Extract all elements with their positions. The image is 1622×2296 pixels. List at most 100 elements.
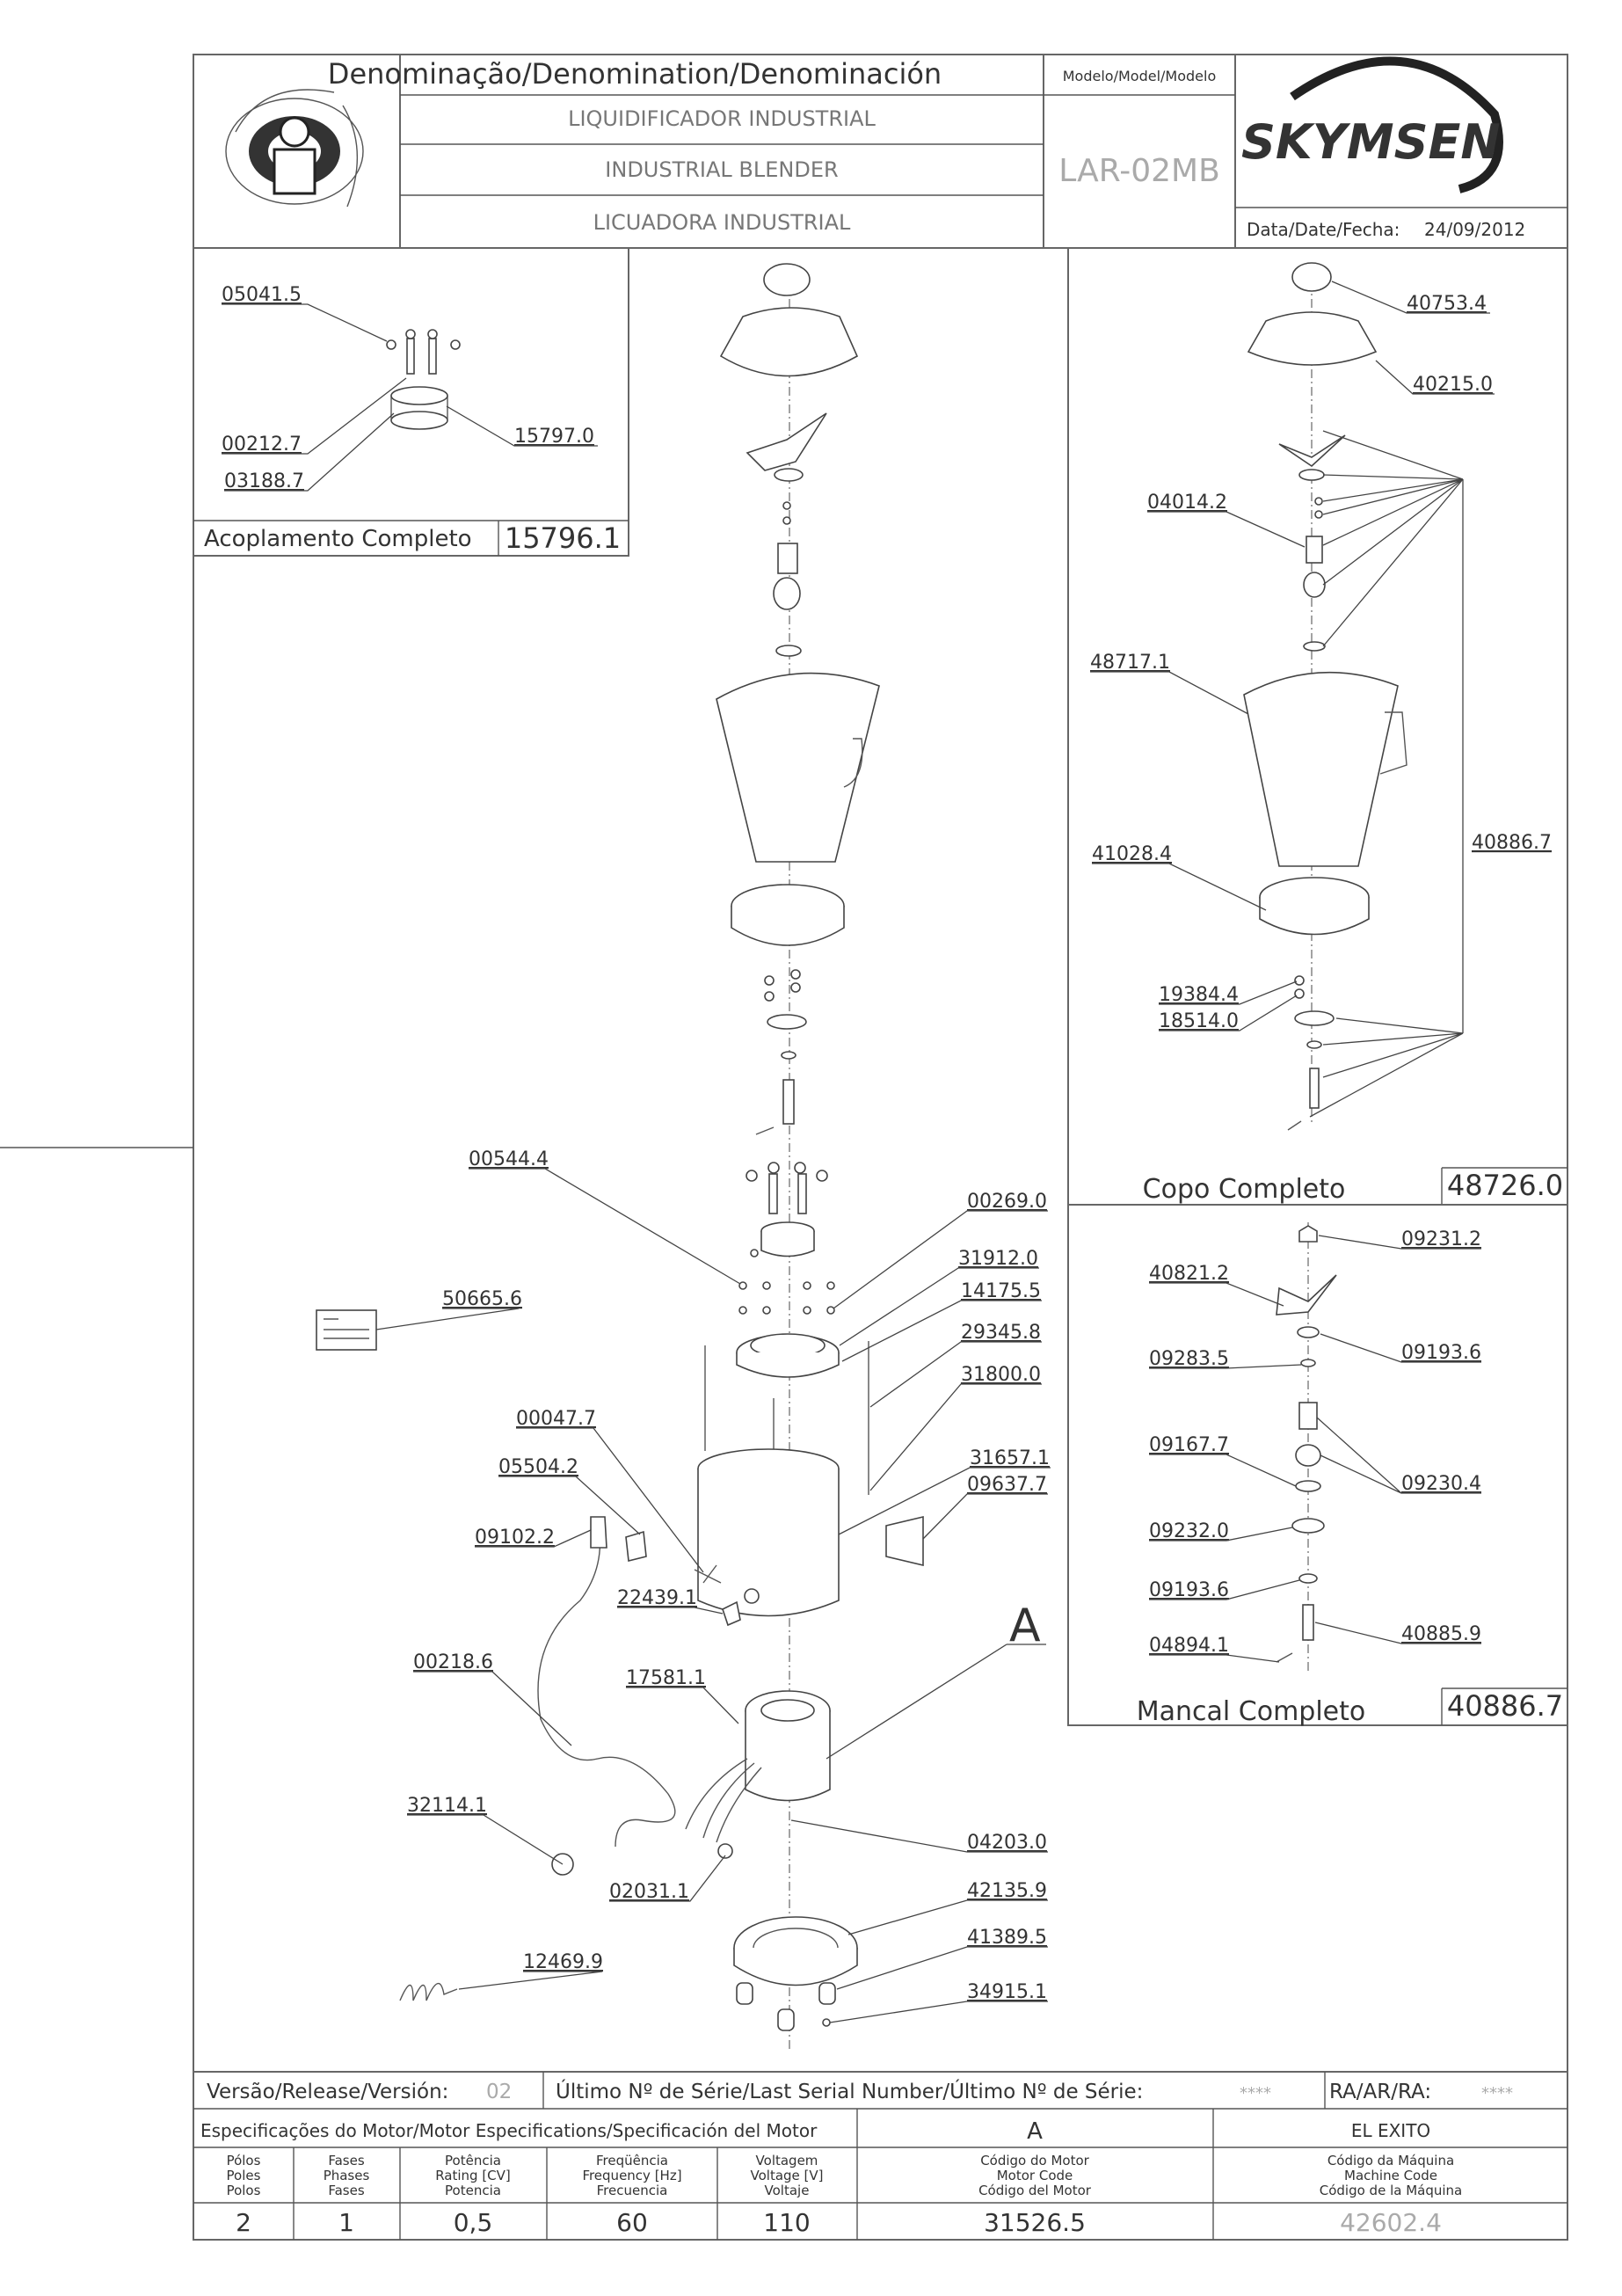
callout-03188-7: 03188.7 — [224, 470, 304, 492]
callout-05504-2: 05504.2 — [498, 1456, 578, 1478]
title-block: Denominação/Denomination/Denominación Mo… — [193, 55, 1567, 249]
callout-09283-5: 09283.5 — [1149, 1348, 1229, 1370]
callout-40886-7-cup: 40886.7 — [1472, 832, 1552, 854]
machine-code-value: 42602.4 — [1340, 2208, 1442, 2237]
callout-40885-9: 40885.9 — [1401, 1623, 1481, 1645]
spec-col-machine-code: Código da Máquina Machine Code Código de… — [1320, 2153, 1462, 2237]
main-assembly: A 00544.4 00269.0 31912.0 14175.5 29345.… — [316, 263, 1051, 2049]
svg-text:Freqüência: Freqüência — [596, 2153, 668, 2168]
svg-text:Machine Code: Machine Code — [1344, 2168, 1437, 2183]
svg-text:Potencia: Potencia — [445, 2183, 501, 2198]
model-label: Modelo/Model/Modelo — [1063, 68, 1216, 84]
svg-text:Voltage [V]: Voltage [V] — [751, 2168, 824, 2183]
cup-code: 48726.0 — [1447, 1169, 1563, 1202]
ra-value: **** — [1481, 2084, 1513, 2103]
callout-18514-0: 18514.0 — [1159, 1010, 1239, 1032]
callout-31800-0: 31800.0 — [961, 1364, 1041, 1386]
callout-41028-4: 41028.4 — [1092, 843, 1172, 865]
motor-spec-label: Especificações do Motor/Motor Especifica… — [200, 2120, 818, 2141]
callout-40215-0: 40215.0 — [1413, 374, 1493, 396]
authorized-service-seal — [225, 89, 364, 208]
callout-22439-1: 22439.1 — [617, 1587, 697, 1609]
detail-marker-a: A — [1009, 1600, 1041, 1652]
svg-text:Código do Motor: Código do Motor — [980, 2153, 1089, 2168]
callout-31657-1: 31657.1 — [970, 1447, 1050, 1469]
callout-09231-2: 09231.2 — [1401, 1228, 1481, 1250]
svg-text:Motor Code: Motor Code — [997, 2168, 1073, 2183]
callout-29345-8: 29345.8 — [961, 1322, 1041, 1344]
callout-32114-1: 32114.1 — [407, 1795, 487, 1817]
name-spanish: LICUADORA INDUSTRIAL — [593, 210, 851, 235]
callout-09637-7: 09637.7 — [967, 1474, 1047, 1496]
date-label: Data/Date/Fecha: — [1247, 219, 1400, 240]
svg-text:Poles: Poles — [227, 2168, 261, 2183]
callout-40821-2: 40821.2 — [1149, 1263, 1229, 1285]
callout-19384-4: 19384.4 — [1159, 984, 1239, 1006]
callout-05041-5: 05041.5 — [222, 284, 302, 306]
svg-text:Frecuencia: Frecuencia — [597, 2183, 668, 2198]
ra-label: RA/AR/RA: — [1329, 2081, 1431, 2103]
skymsen-logo: SKYMSEN — [1241, 56, 1503, 193]
callout-09193-6-a: 09193.6 — [1401, 1342, 1481, 1364]
svg-text:Potência: Potência — [445, 2153, 501, 2168]
spec-col-phases: Fases Phases Fases 1 — [324, 2153, 370, 2237]
motor-ref: A — [1027, 2118, 1043, 2145]
callout-00047-7: 00047.7 — [516, 1408, 596, 1430]
callout-00218-6: 00218.6 — [413, 1651, 493, 1673]
svg-text:Voltagem: Voltagem — [756, 2153, 818, 2168]
callout-04894-1: 04894.1 — [1149, 1635, 1229, 1657]
cup-panel: Copo Completo 48726.0 40753.4 40215.0 04… — [1067, 247, 1568, 1206]
callout-00269-0: 00269.0 — [967, 1191, 1047, 1213]
svg-text:Rating [CV]: Rating [CV] — [435, 2168, 511, 2183]
coupling-title: Acoplamento Completo — [204, 526, 472, 552]
bearing-title: Mancal Completo — [1137, 1696, 1366, 1727]
callout-09102-2: 09102.2 — [475, 1527, 555, 1549]
callout-15797-0: 15797.0 — [514, 426, 594, 448]
callout-31912-0: 31912.0 — [958, 1248, 1038, 1270]
callout-00212-7: 00212.7 — [222, 434, 302, 456]
bearing-code: 40886.7 — [1447, 1689, 1563, 1723]
spec-col-frequency: Freqüência Frequency [Hz] Frecuencia 60 — [582, 2153, 681, 2237]
version-value: 02 — [486, 2081, 512, 2103]
callout-09193-6-b: 09193.6 — [1149, 1579, 1229, 1601]
drawing-frame — [193, 54, 1568, 2241]
name-english: INDUSTRIAL BLENDER — [605, 157, 838, 182]
phases-value: 1 — [338, 2208, 354, 2237]
callout-34915-1: 34915.1 — [967, 1981, 1047, 2003]
svg-text:Pólos: Pólos — [227, 2153, 261, 2168]
coupling-hub — [386, 329, 461, 430]
serial-value: **** — [1240, 2084, 1271, 2103]
callout-09167-7: 09167.7 — [1149, 1434, 1229, 1456]
spec-col-motor-code: Código do Motor Motor Code Código del Mo… — [978, 2153, 1092, 2237]
callout-14175-5: 14175.5 — [961, 1280, 1041, 1302]
voltage-value: 110 — [763, 2208, 810, 2237]
name-portuguese: LIQUIDIFICADOR INDUSTRIAL — [568, 106, 876, 131]
callout-42135-9: 42135.9 — [967, 1880, 1047, 1902]
svg-text:Código da Máquina: Código da Máquina — [1327, 2153, 1454, 2168]
svg-text:Frequency [Hz]: Frequency [Hz] — [582, 2168, 681, 2183]
callout-09232-0: 09232.0 — [1149, 1520, 1229, 1542]
callout-09230-4: 09230.4 — [1401, 1473, 1481, 1495]
svg-text:Código del Motor: Código del Motor — [978, 2183, 1092, 2198]
coupling-panel: Acoplamento Completo 15796.1 05041.5 002… — [193, 247, 629, 557]
coupling-code: 15796.1 — [505, 521, 621, 555]
callout-50665-6: 50665.6 — [442, 1288, 522, 1310]
bearing-panel: Mancal Completo 40886.7 09231.2 40821.2 … — [1067, 1204, 1568, 1727]
brand-name: SKYMSEN — [1241, 114, 1501, 170]
rating-value: 0,5 — [454, 2208, 493, 2237]
spec-col-voltage: Voltagem Voltage [V] Voltaje 110 — [751, 2153, 824, 2237]
callout-41389-5: 41389.5 — [967, 1927, 1047, 1949]
svg-text:Phases: Phases — [324, 2168, 370, 2183]
svg-text:Fases: Fases — [328, 2153, 364, 2168]
cup-title: Copo Completo — [1143, 1174, 1346, 1205]
svg-text:Código de la Máquina: Código de la Máquina — [1320, 2183, 1462, 2198]
svg-text:Voltaje: Voltaje — [765, 2183, 810, 2198]
callout-00544-4: 00544.4 — [469, 1148, 549, 1170]
serial-label: Último Nº de Série/Last Serial Number/Úl… — [556, 2079, 1143, 2103]
callout-40753-4: 40753.4 — [1407, 293, 1487, 315]
svg-text:Polos: Polos — [227, 2183, 261, 2198]
spec-footer: Versão/Release/Versión: 02 Último Nº de … — [193, 2071, 1567, 2240]
date-value: 24/09/2012 — [1424, 219, 1525, 240]
frequency-value: 60 — [616, 2208, 648, 2237]
